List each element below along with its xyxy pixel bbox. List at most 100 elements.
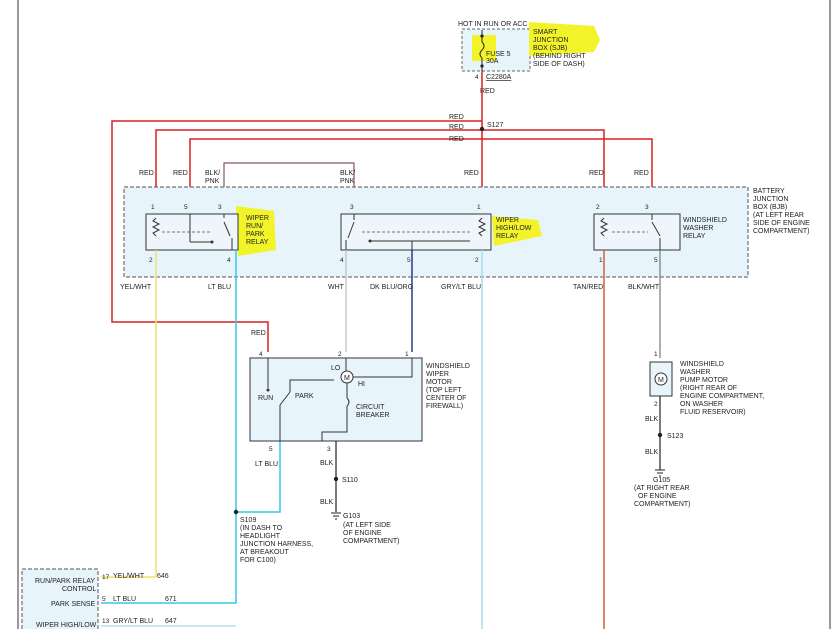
sjb-wire-label: RED (480, 88, 495, 95)
module-row-2-circuit: 671 (165, 596, 177, 603)
s109-desc-4: AT BREAKOUT (240, 549, 289, 556)
sjb-highlight (529, 22, 600, 56)
pump-label-2: WASHER (680, 369, 710, 376)
module-row-2-wire: LT BLU (113, 596, 136, 603)
runpark-pin-5: 5 (184, 204, 188, 211)
motor-hi-label: HI (358, 381, 365, 388)
sjb-hot-label: HOT IN RUN OR ACC (458, 21, 528, 28)
relay-high-low: 3 1 4 5 2 WIPER HIGH/LOW RELAY (340, 204, 542, 264)
motor-pin-1: 1 (405, 351, 409, 358)
module-row-1-circuit: 646 (157, 573, 169, 580)
washer-relay-pin-2: 2 (596, 204, 600, 211)
sjb-title-4: (BEHIND RIGHT (533, 53, 586, 60)
g103-desc-3: COMPARTMENT) (343, 538, 400, 545)
wire-label-wht: WHT (328, 284, 345, 291)
motor-label-6: FIREWALL) (426, 403, 463, 410)
pump-label-1: WINDSHIELD (680, 361, 724, 368)
motor-red-wire: RED (251, 330, 266, 337)
pump-pin-1: 1 (654, 351, 658, 358)
pump-m-icon (654, 372, 668, 386)
module-row-1-pin: 17 (102, 574, 110, 581)
washer-relay-coil-icon (599, 217, 609, 237)
s109-desc-1: (IN DASH TO (240, 525, 283, 532)
motor-lo-label: LO (331, 365, 341, 372)
pump-wire-blk-2: BLK (645, 449, 659, 456)
runpark-switch-icon (223, 221, 231, 237)
splice-s127-label: S127 (487, 122, 503, 129)
sjb-title-2: JUNCTION (533, 37, 568, 44)
g103-label: G103 (343, 513, 360, 520)
washer-relay-pin-1: 1 (599, 257, 603, 264)
motor-out-wire-blk-2: BLK (320, 499, 334, 506)
splice-s109-dot (233, 509, 239, 515)
module-row-2-label: PARK SENSE (51, 601, 96, 608)
pump-label-5: ENGINE COMPARTMENT, (680, 393, 764, 400)
wire-lt-blu (101, 250, 237, 604)
relay-washer: 2 3 1 5 WINDSHIELD WASHER RELAY (593, 204, 727, 264)
washer-relay-switch-icon (651, 221, 661, 237)
highlow-label-3: RELAY (496, 233, 519, 240)
motor-label-2: WIPER (426, 371, 449, 378)
module-row-3-wire: GRY/LT BLU (113, 618, 153, 625)
wire-red-to-runpark-1 (155, 129, 482, 214)
module-row-3-circuit: 647 (165, 618, 177, 625)
motor-out-wire-lt-blu: LT BLU (255, 461, 278, 468)
g105-desc-3: COMPARTMENT) (634, 501, 691, 508)
runpark-label-4: RELAY (246, 239, 269, 246)
g105-desc-1: (AT RIGHT REAR (634, 485, 690, 492)
sjb-connector: C2280A (486, 74, 512, 81)
highlow-pin-2: 2 (475, 257, 479, 264)
splice-s110-label: S110 (342, 477, 358, 484)
wire-red-to-motor (111, 120, 482, 352)
runpark-label-2: RUN/ (246, 223, 263, 230)
bjb-title-4: (AT LEFT REAR (753, 212, 804, 219)
motor-m-label: M (344, 375, 350, 382)
bjb-title-3: BOX (BJB) (753, 204, 787, 211)
runpark-highlight (236, 206, 276, 256)
s109-desc-3: JUNCTION HARNESS, (240, 541, 313, 548)
bjb-title-6: COMPARTMENT) (753, 228, 810, 235)
s127-wire-2: RED (449, 124, 464, 131)
highlow-pin-3: 3 (350, 204, 354, 211)
motor-out-wire-blk-1: BLK (320, 460, 334, 467)
highlow-label-1: WIPER (496, 217, 519, 224)
sjb-title-3: BOX (SJB) (533, 45, 567, 52)
wire-label-dk-blu-org: DK BLU/ORG (370, 284, 413, 291)
wire-label-tan-red: TAN/RED (573, 284, 603, 291)
wire-yel-wht (101, 250, 157, 578)
runpark-coil-icon (151, 217, 161, 237)
bjb-top-wire-1: RED (139, 170, 154, 177)
s127-wire-1: RED (449, 114, 464, 121)
motor-label-5: CENTER OF (426, 395, 466, 402)
bjb-top-wire-6: PNK (340, 178, 355, 185)
motor-pin-5: 5 (269, 446, 273, 453)
washer-pump: 1 M 2 WINDSHIELD WASHER PUMP MOTOR (RIGH… (649, 351, 764, 416)
wire-label-blk-wht: BLK/WHT (628, 284, 660, 291)
wire-label-lt-blu: LT BLU (208, 284, 231, 291)
ground-g103-icon (331, 512, 341, 520)
splice-s123-label: S123 (667, 433, 683, 440)
g103-desc-1: (AT LEFT SIDE (343, 522, 391, 529)
splice-s127-dot (479, 126, 485, 132)
motor-label-4: (TOP LEFT (426, 387, 462, 394)
g105-label: G105 (653, 477, 670, 484)
motor-park-switch-icon (279, 391, 291, 406)
breaker-label-1: CIRCUIT (356, 404, 385, 411)
highlow-label-2: HIGH/LOW (496, 225, 532, 232)
module-row-3-label: WIPER HIGH/LOW (36, 622, 97, 629)
module-row-3-pin: 13 (102, 618, 110, 625)
sjb-fuse-box: HOT IN RUN OR ACC SMART JUNCTION BOX (SJ… (458, 21, 600, 95)
bjb-top-wire-2: RED (173, 170, 188, 177)
bjb-top-wire-8: RED (589, 170, 604, 177)
s127-wire-3: RED (449, 136, 464, 143)
control-module: RUN/PARK RELAY CONTROL 17 YEL/WHT 646 PA… (21, 568, 177, 629)
bjb-top-wire-5: BLK/ (340, 170, 355, 177)
motor-label-3: MOTOR (426, 379, 452, 386)
relay-run-park: 1 5 3 2 4 WIPER RUN/ PARK RELAY (145, 204, 276, 264)
pump-wire-blk-1: BLK (645, 416, 659, 423)
wire-label-gry-lt-blu: GRY/LT BLU (441, 284, 481, 291)
fuse-name: FUSE 5 (486, 51, 511, 58)
pump-pin-2: 2 (654, 401, 658, 408)
washer-relay-pin-3: 3 (645, 204, 649, 211)
